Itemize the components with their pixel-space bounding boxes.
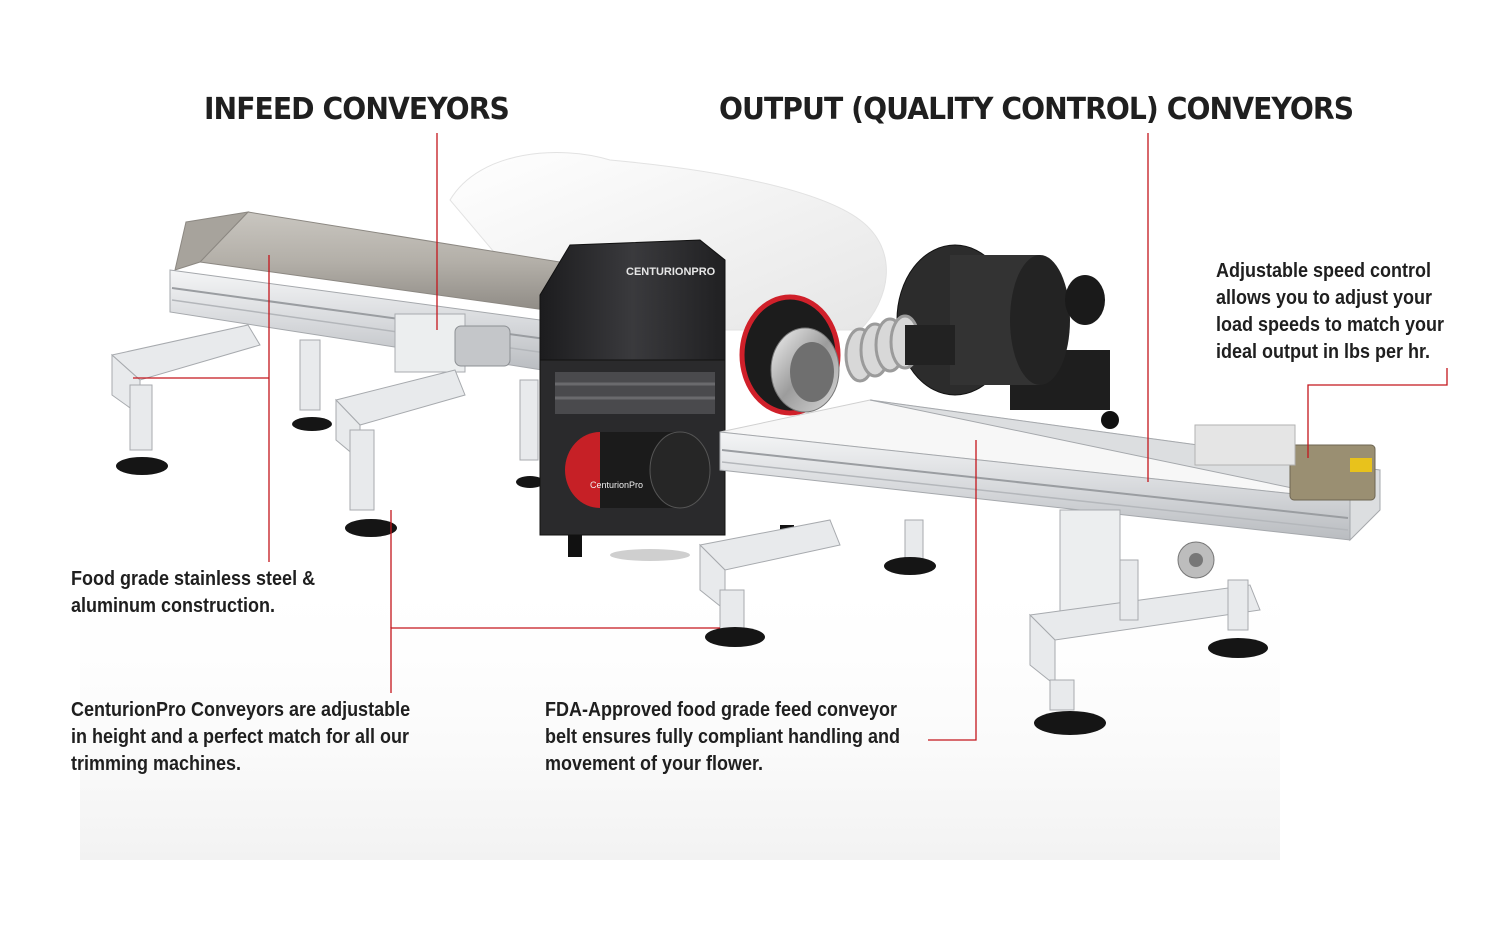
- output-feet: [705, 557, 1268, 735]
- infeed-legs: [110, 324, 539, 511]
- callout-line: in height and a perfect match for all ou…: [71, 726, 410, 748]
- callout-line: Food grade stainless steel &: [71, 568, 316, 590]
- motor-logo: CenturionPro: [590, 480, 643, 490]
- callout-line: ideal output in lbs per hr.: [1216, 341, 1431, 363]
- machine-logo: CENTURIONPRO: [626, 266, 716, 278]
- leader-lines: [133, 133, 1448, 741]
- infeed-conveyors-heading: INFEED CONVEYORS: [204, 92, 510, 127]
- callout-line: trimming machines.: [71, 753, 242, 775]
- construction-callout: Food grade stainless steel & aluminum co…: [71, 566, 315, 620]
- fda-belt-callout: FDA-Approved food grade feed conveyor be…: [545, 697, 900, 778]
- output-conveyors-heading: OUTPUT (QUALITY CONTROL) CONVEYORS: [719, 92, 1354, 127]
- adjustable-height-callout: CenturionPro Conveyors are adjustable in…: [71, 697, 410, 778]
- callout-line: FDA-Approved food grade feed conveyor: [545, 699, 898, 721]
- trimmer-motor: CenturionPro: [565, 431, 711, 509]
- callout-line: aluminum construction.: [71, 595, 276, 617]
- callout-line: allows you to adjust your: [1216, 287, 1433, 309]
- infeed-feet: [116, 417, 544, 537]
- callout-line: CenturionPro Conveyors are adjustable: [71, 699, 411, 721]
- callout-line: Adjustable speed control: [1216, 260, 1432, 282]
- vacuum-blower: [844, 244, 1119, 429]
- speed-control-gearmotor: [1289, 444, 1376, 501]
- callout-line: load speeds to match your: [1216, 314, 1445, 336]
- output-legs: [698, 519, 1261, 711]
- infeed-conveyor: [110, 211, 561, 537]
- output-conveyor: [698, 399, 1382, 735]
- trimmer-machine: CENTURIONPRO CenturionPro: [539, 239, 841, 561]
- callout-line: movement of your flower.: [545, 753, 764, 775]
- speed-control-callout: Adjustable speed control allows you to a…: [1216, 258, 1444, 366]
- callout-line: belt ensures fully compliant handling an…: [545, 726, 901, 748]
